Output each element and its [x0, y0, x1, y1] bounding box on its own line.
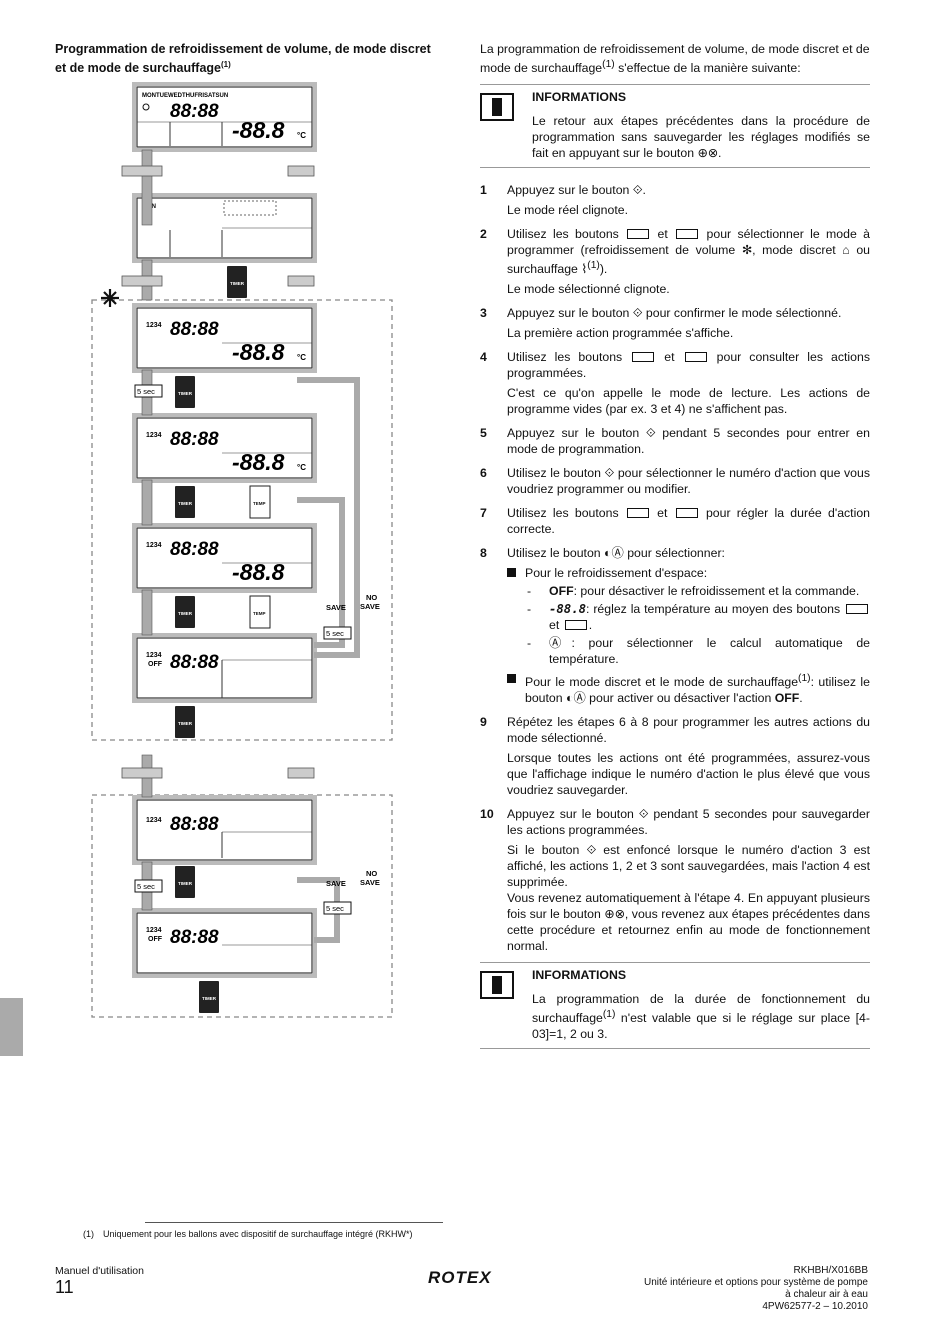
svg-text:TIMER: TIMER	[178, 391, 193, 396]
svg-text:1234: 1234	[146, 542, 162, 549]
svg-text:TIMER: TIMER	[178, 611, 193, 616]
svg-text:88:88: 88:88	[170, 652, 219, 673]
svg-text:TIMER: TIMER	[178, 721, 193, 726]
lcd-days: MONTUEWEDTHUFRISATSUN	[142, 93, 228, 99]
svg-text:TEMP: TEMP	[253, 501, 266, 506]
svg-text:TEMP: TEMP	[253, 611, 266, 616]
lcd-screen-discrete-read: 1234 88:88	[132, 795, 317, 865]
svg-text:TIMER: TIMER	[230, 281, 245, 286]
info-icon	[480, 93, 514, 122]
svg-text:OFF: OFF	[148, 936, 163, 943]
rotex-logo: ROTEX	[428, 1268, 492, 1287]
svg-text:1234: 1234	[146, 652, 162, 659]
svg-text:°C: °C	[297, 353, 306, 362]
svg-text:1234: 1234	[146, 432, 162, 439]
svg-text:1234: 1234	[146, 927, 162, 934]
svg-text:-88.8: -88.8	[232, 449, 285, 475]
svg-text:5 sec: 5 sec	[326, 629, 344, 638]
up-button-icon	[627, 229, 650, 240]
step-8: 8 Utilisez le bouton ◐Ⓐ pour sélectionne…	[480, 546, 870, 706]
lcd-screen-program-temp: 1234 88:88 -88.8	[132, 523, 317, 593]
svg-text:1234: 1234	[146, 322, 162, 329]
svg-text:SAVE: SAVE	[360, 602, 380, 611]
step-9: 9 Répétez les étapes 6 à 8 pour programm…	[480, 715, 870, 798]
page-number: 11	[55, 1277, 74, 1297]
footer-manual: Manuel d'utilisation	[55, 1265, 144, 1277]
svg-text:1234: 1234	[146, 817, 162, 824]
lcd-screen-program-time: 1234 88:88 -88.8 °C	[132, 413, 317, 483]
svg-text:88:88: 88:88	[170, 319, 219, 340]
step-2: 2 Utilisez les boutons et pour sélection…	[480, 227, 871, 297]
step-10: 10 Appuyez sur le bouton ⟐ pendant 5 sec…	[480, 807, 870, 954]
info-icon	[480, 971, 514, 1000]
svg-text:88:88: 88:88	[170, 814, 219, 835]
svg-text:TIMER: TIMER	[178, 881, 193, 886]
svg-text:TIMER: TIMER	[178, 501, 193, 506]
svg-text:-88.8: -88.8	[232, 559, 285, 585]
svg-text:88:88: 88:88	[170, 539, 219, 560]
svg-text:°C: °C	[297, 463, 306, 472]
step-7: 7 Utilisez les boutons et pour régler la…	[480, 506, 871, 537]
svg-text:°C: °C	[297, 131, 306, 140]
down-button-icon	[676, 229, 699, 240]
intro-text: La programmation de refroidissement de v…	[480, 42, 870, 76]
lcd-screen-discrete-program: 1234 OFF 88:88	[132, 908, 317, 978]
svg-text:NO: NO	[366, 869, 377, 878]
svg-text:-88.8: -88.8	[232, 339, 285, 365]
svg-text:5 sec: 5 sec	[137, 387, 155, 396]
step-5: 5 Appuyez sur le bouton ⟐ pendant 5 seco…	[480, 426, 870, 457]
svg-text:SAVE: SAVE	[326, 603, 346, 612]
svg-text:SAVE: SAVE	[360, 878, 380, 887]
footnote: (1) Uniquement pour les ballons avec dis…	[83, 1229, 413, 1239]
section-title: Programmation de refroidissement de volu…	[55, 42, 431, 76]
step-3: 3 Appuyez sur le bouton ⟐ pour confirmer…	[480, 306, 842, 341]
svg-text:88:88: 88:88	[170, 927, 219, 948]
svg-text:5 sec: 5 sec	[326, 904, 344, 913]
step-4: 4 Utilisez les boutons et pour consulter…	[480, 350, 870, 417]
info-box-1: INFORMATIONS Le retour aux étapes précéd…	[480, 84, 870, 169]
lcd-screen-read-mode: 1234 88:88 -88.8 °C	[132, 303, 317, 373]
lcd-screen-mode-select: MON	[132, 193, 317, 263]
svg-text:SAVE: SAVE	[326, 879, 346, 888]
footer-doc-info: RKHBH/X016BB Unité intérieure et options…	[643, 1265, 868, 1312]
chapter-tab	[0, 998, 23, 1056]
svg-text:NO: NO	[366, 593, 377, 602]
cooling-snowflake-icon	[101, 289, 119, 307]
step-6: 6 Utilisez le bouton ⟐ pour sélectionner…	[480, 466, 870, 497]
lcd-time: 88:88	[170, 101, 219, 122]
svg-text:OFF: OFF	[148, 661, 163, 668]
lcd-screen-program-off: 1234 OFF 88:88	[132, 633, 317, 703]
lcd-temp: -88.8	[232, 117, 285, 143]
svg-text:TIMER: TIMER	[202, 996, 217, 1001]
lcd-screen-initial: MONTUEWEDTHUFRISATSUN 88:88 -88.8 °C	[132, 82, 317, 152]
svg-text:88:88: 88:88	[170, 429, 219, 450]
info-box-2: INFORMATIONS La programmation de la duré…	[480, 962, 870, 1050]
svg-text:5 sec: 5 sec	[137, 882, 155, 891]
programming-flow-diagram: MONTUEWEDTHUFRISATSUN 88:88 -88.8 °C MON…	[91, 82, 393, 1018]
step-1: 1 Appuyez sur le bouton ⟐.Le mode réel c…	[480, 183, 646, 218]
instructions-column: La programmation de refroidissement de v…	[480, 41, 870, 1063]
